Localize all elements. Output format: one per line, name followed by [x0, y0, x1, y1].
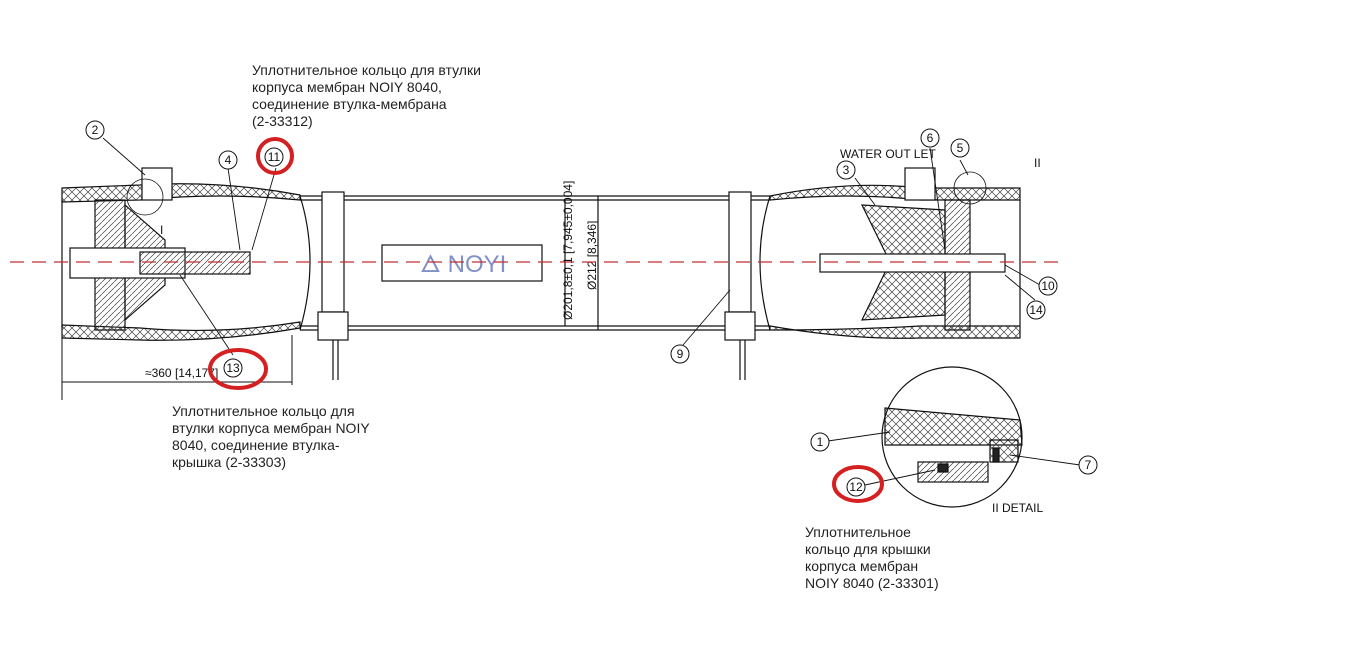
svg-text:2: 2: [92, 123, 99, 137]
length-dimension: [61, 330, 293, 400]
callout-9: 9: [670, 344, 690, 364]
ring-11-annotation: Уплотнительное кольцо для втулки корпуса…: [252, 62, 481, 129]
section-ii-label: II: [1034, 156, 1041, 170]
diameter-outer-dim: Ø212 [8,346]: [585, 221, 599, 290]
callout-6: 6: [920, 128, 940, 148]
noyi-logo: 🜂 NOYI: [420, 251, 506, 278]
detail-ii-label: II DETAIL: [992, 501, 1043, 515]
callout-11: 11: [256, 137, 294, 175]
svg-text:7: 7: [1085, 458, 1092, 472]
detail-ii-view: [881, 366, 1023, 508]
svg-text:6: 6: [927, 131, 934, 145]
diameter-inner-dim: Ø201,8±0,1 [7,945±0,004]: [561, 181, 575, 320]
leader-lines: [102, 137, 1081, 486]
section-i-label: I: [160, 223, 163, 237]
left-end-housing: [61, 167, 301, 341]
callout-1: 1: [810, 432, 830, 452]
callout-10: 10: [1038, 276, 1058, 296]
callout-5: 5: [950, 138, 970, 158]
length-dim-label: ≈360 [14,177]: [145, 366, 218, 380]
svg-text:3: 3: [843, 163, 850, 177]
right-end-housing: [769, 167, 1021, 339]
callout-7: 7: [1078, 455, 1098, 475]
svg-text:5: 5: [957, 141, 964, 155]
callout-14: 14: [1026, 300, 1046, 320]
callout-2: 2: [85, 120, 105, 140]
svg-text:9: 9: [677, 347, 684, 361]
svg-text:11: 11: [268, 150, 281, 164]
ring-13-annotation: Уплотнительное кольцо для втулки корпуса…: [172, 403, 370, 470]
ring-12-annotation: Уплотнительное кольцо для крышки корпуса…: [805, 524, 939, 591]
svg-text:10: 10: [1041, 279, 1055, 293]
membrane-tube: [299, 191, 771, 380]
callout-3: 3: [836, 160, 856, 180]
callout-12: 12: [832, 465, 884, 503]
svg-text:4: 4: [225, 153, 232, 167]
svg-text:1: 1: [817, 435, 824, 449]
svg-text:12: 12: [849, 480, 863, 494]
callout-13: 13: [208, 348, 268, 390]
svg-text:14: 14: [1029, 303, 1043, 317]
svg-text:13: 13: [226, 361, 240, 375]
callout-4: 4: [218, 150, 238, 170]
water-outlet-label: WATER OUT LET: [840, 147, 936, 161]
